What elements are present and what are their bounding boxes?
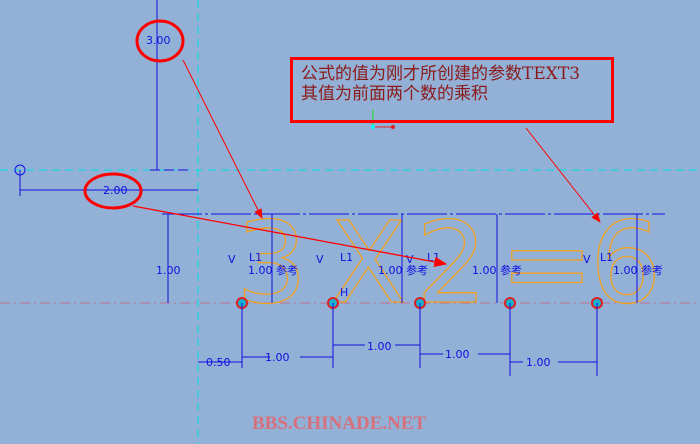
annotation-arrow-6 [525, 127, 601, 223]
dim-ref[interactable]: 1.00 参考 [248, 263, 298, 277]
dim-ref[interactable]: 1.00 参考 [613, 263, 663, 277]
annotation-note: 公式的值为刚才所创建的参数TEXT3 其值为前面两个数的乘积 [290, 57, 614, 123]
dim-spacing-1[interactable]: 1.00 [265, 351, 290, 364]
dim-ref[interactable]: 1.00 参考 [378, 263, 428, 277]
dim-spacing-2[interactable]: 1.00 [367, 340, 392, 353]
label-v: V [406, 253, 414, 266]
watermark: BBS.CHINADE.NET [252, 413, 427, 434]
label-v: V [228, 253, 236, 266]
dim-2-00[interactable]: 2.00 [103, 184, 128, 197]
glyph-2[interactable]: 2 [415, 198, 488, 329]
label-v: V [316, 253, 324, 266]
glyph-x[interactable]: X [329, 198, 407, 329]
annotation-arrow-2 [132, 205, 448, 267]
dim-spacing-3[interactable]: 1.00 [445, 348, 470, 361]
label-v: V [583, 253, 591, 266]
highlight-ellipse-2 [83, 172, 143, 210]
note-line-1: 公式的值为刚才所创建的参数TEXT3 [301, 64, 581, 84]
label-h: H [340, 286, 348, 299]
bottom-extension-lines [198, 303, 598, 376]
dim-spacing-4[interactable]: 1.00 [526, 356, 551, 369]
dim-ref[interactable]: 1.00 参考 [472, 263, 522, 277]
dim-offset[interactable]: 0.50 [206, 356, 231, 369]
highlight-ellipse-3 [135, 19, 185, 63]
annotation-arrow-3 [182, 59, 263, 219]
glyph-6[interactable]: 6 [589, 198, 662, 329]
glyph-dim-1: V L1 1.00 参考 [228, 214, 298, 303]
glyph-dim-4: V L1 1.00 参考 [583, 214, 663, 303]
dim-3-00[interactable]: 3.00 [146, 34, 171, 47]
label-l1: L1 [600, 251, 613, 264]
glyph-dim-2: V L1 1.00 参考 H [316, 214, 428, 303]
coordinate-marker [371, 110, 395, 129]
label-l1: L1 [249, 251, 262, 264]
dim-left-height[interactable]: 1.00 [156, 264, 181, 277]
glyph-equals[interactable]: = [499, 198, 594, 329]
note-line-2: 其值为前面两个数的乘积 [301, 84, 488, 104]
label-l1: L1 [340, 251, 353, 264]
